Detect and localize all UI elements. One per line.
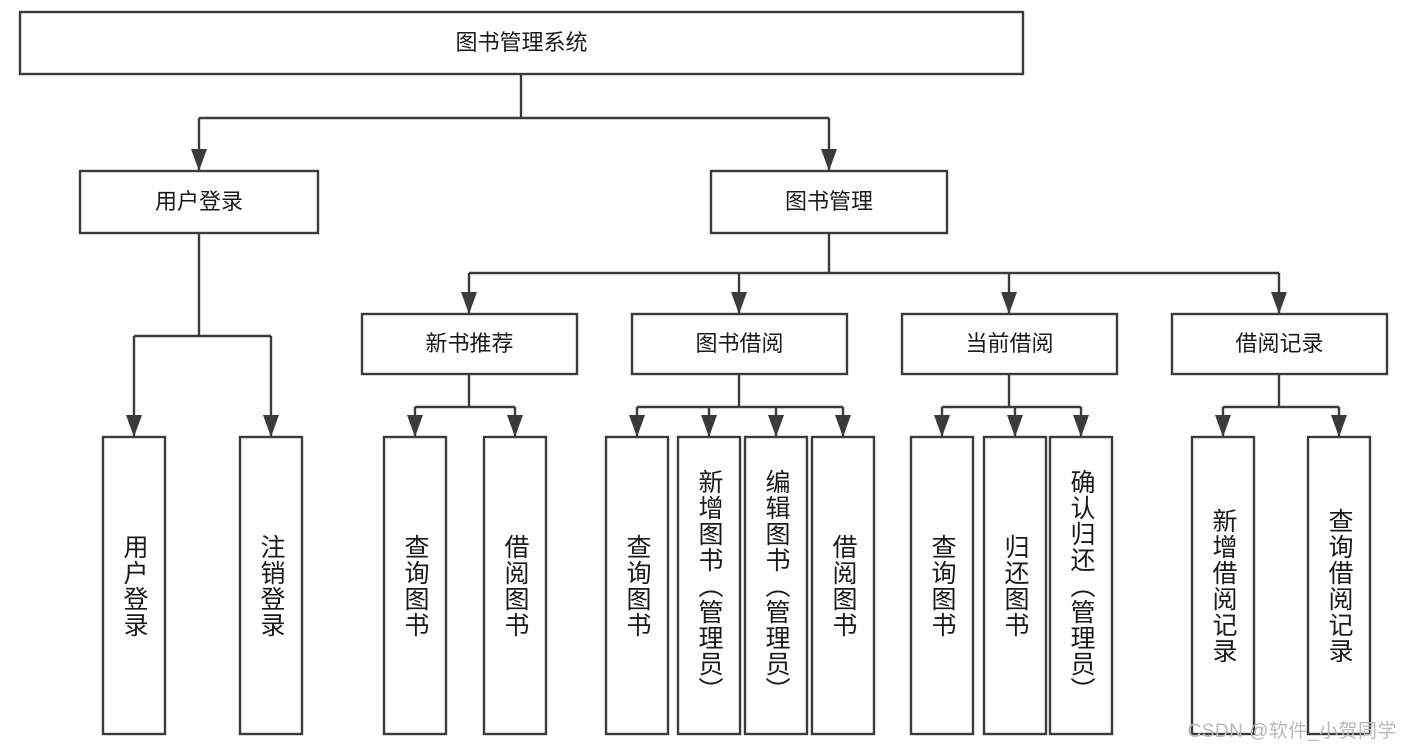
node-leaf-box-9[interactable] xyxy=(982,435,1048,736)
node-leaf-label-4: 查询图书 xyxy=(623,533,651,638)
node-leaf-label-11: 新增借阅记录 xyxy=(1209,507,1237,664)
node-leaf-box-12[interactable] xyxy=(1306,435,1372,736)
node-leaf-label-9: 归还图书 xyxy=(1001,533,1029,638)
node-leaf-label-12: 查询借阅记录 xyxy=(1325,507,1353,664)
node-leaf-box-6[interactable] xyxy=(743,435,809,736)
node-leaf-box-8[interactable] xyxy=(909,435,975,736)
arrow-head-icon xyxy=(1001,292,1017,314)
node-boxes xyxy=(18,10,1389,736)
node-leaf-box-4[interactable] xyxy=(604,435,670,736)
node-level3-label-2: 当前借阅 xyxy=(965,331,1053,356)
node-level2-label-1: 图书管理 xyxy=(785,189,873,214)
node-leaf-box-1[interactable] xyxy=(238,435,304,736)
arrow-head-icon xyxy=(629,415,645,437)
node-level2-box-0[interactable] xyxy=(78,169,320,235)
node-leaf-box-11[interactable] xyxy=(1190,435,1256,736)
node-level3-label-0: 新书推荐 xyxy=(425,331,513,356)
node-leaf-label-0: 用户登录 xyxy=(120,533,148,638)
arrow-head-icon xyxy=(1007,415,1023,437)
arrow-head-icon xyxy=(835,415,851,437)
arrow-head-icon xyxy=(263,415,279,437)
arrow-head-icon xyxy=(1271,292,1287,314)
node-leaf-box-5[interactable] xyxy=(676,435,742,736)
node-leaf-box-10[interactable] xyxy=(1048,435,1114,736)
node-level3-label-1: 图书借阅 xyxy=(695,331,783,356)
arrow-head-icon xyxy=(1331,415,1347,437)
node-level2-label-0: 用户登录 xyxy=(155,189,243,214)
node-leaf-label-6: 编辑图书（管理员） xyxy=(762,468,790,703)
node-leaf-label-5: 新增图书（管理员） xyxy=(695,468,723,703)
arrow-head-icon xyxy=(1215,415,1231,437)
node-root-label: 图书管理系统 xyxy=(455,30,587,55)
node-level3-box-0[interactable] xyxy=(360,312,579,376)
node-leaf-label-7: 借阅图书 xyxy=(829,533,857,638)
node-leaf-box-2[interactable] xyxy=(382,435,448,736)
node-leaf-label-1: 注销登录 xyxy=(257,533,285,638)
node-leaf-box-7[interactable] xyxy=(810,435,876,736)
connector-lines xyxy=(126,74,1347,437)
arrow-head-icon xyxy=(731,292,747,314)
arrow-head-icon xyxy=(126,415,142,437)
arrow-head-icon xyxy=(1073,415,1089,437)
node-root-box[interactable] xyxy=(18,10,1025,76)
node-level3-box-3[interactable] xyxy=(1170,312,1389,376)
arrow-head-icon xyxy=(461,292,477,314)
arrow-head-icon xyxy=(821,149,837,171)
node-leaf-label-2: 查询图书 xyxy=(401,533,429,638)
node-level2-box-1[interactable] xyxy=(709,169,949,235)
node-leaf-box-3[interactable] xyxy=(482,435,548,736)
watermark: CSDN @软件_小贺同学 xyxy=(1187,721,1397,742)
node-leaf-label-3: 借阅图书 xyxy=(501,533,529,638)
node-level3-box-1[interactable] xyxy=(630,312,849,376)
arrow-head-icon xyxy=(768,415,784,437)
node-leaf-label-8: 查询图书 xyxy=(928,533,956,638)
arrow-head-icon xyxy=(507,415,523,437)
arrow-head-icon xyxy=(934,415,950,437)
arrow-head-icon xyxy=(701,415,717,437)
node-level3-box-2[interactable] xyxy=(900,312,1119,376)
arrow-head-icon xyxy=(407,415,423,437)
arrow-head-icon xyxy=(191,149,207,171)
node-leaf-label-10: 确认归还（管理员） xyxy=(1067,468,1095,703)
node-leaf-box-0[interactable] xyxy=(101,435,167,736)
node-level3-label-3: 借阅记录 xyxy=(1235,331,1323,356)
